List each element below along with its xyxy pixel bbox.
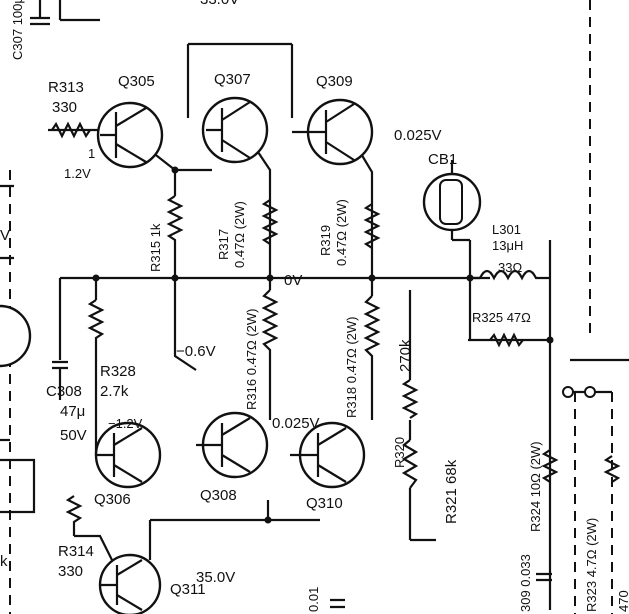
junction-dot (171, 166, 179, 174)
junction-dot (171, 274, 179, 282)
r319-name: R319 (318, 225, 333, 256)
c308-voltage: 50V (60, 427, 87, 444)
r313-symbol (51, 121, 91, 139)
coil-value: 13μH (492, 238, 523, 253)
r328-value: 2.7k (100, 383, 129, 400)
transistor-q308 (196, 411, 269, 479)
voltage-35: 35.0V (196, 569, 235, 586)
r321-label: R321 68k (443, 459, 460, 524)
circuit-breaker-cb1 (422, 160, 482, 242)
q307-label: Q307 (214, 71, 251, 88)
r316-symbol (261, 289, 279, 362)
q308-label: Q308 (200, 487, 237, 504)
junction-dot (266, 274, 274, 282)
transistor-q310 (290, 421, 366, 489)
r314-name: R314 (58, 543, 94, 560)
coil-resistance: 33Ω (498, 260, 522, 275)
fragment-1: 1 (88, 146, 95, 161)
coil-name: L301 (492, 222, 521, 237)
c307-symbol (30, 16, 50, 26)
r319-value: 0.47Ω (2W) (334, 199, 349, 266)
r313-name: R313 (48, 79, 84, 96)
c308-symbol (52, 360, 68, 400)
r318-label: R318 0.47Ω (2W) (344, 317, 359, 418)
left-v-label: V (0, 227, 10, 244)
capacitor-symbols (30, 16, 68, 400)
c308-name: C308 (46, 383, 82, 400)
cap-470-label: 470 (616, 590, 629, 612)
coil-l301-symbol (479, 269, 540, 281)
terminal (562, 386, 574, 398)
r315-symbol (166, 195, 184, 250)
c307-label: C307 100μ (10, 0, 25, 60)
c308-value: 47μ (60, 403, 85, 420)
r323-symbol (603, 455, 621, 483)
partial-transistor (0, 304, 32, 368)
r317-value: 0.47Ω (2W) (232, 201, 247, 268)
junction-dot (92, 274, 100, 282)
r320-name: R320 (392, 437, 407, 468)
voltage-1-2: 1.2V (64, 166, 91, 181)
transistor-q309 (292, 98, 374, 166)
q306-label: Q306 (94, 491, 131, 508)
resistor-symbols (51, 121, 621, 536)
r325-label: R325 47Ω (472, 310, 531, 325)
r320-value: 270k (397, 339, 414, 372)
r324-symbol (541, 449, 559, 483)
r318-symbol (363, 295, 381, 370)
junction-dot (466, 274, 474, 282)
r315-label: R315 1k (148, 223, 163, 272)
transistor-q305 (96, 101, 164, 169)
capacitor-0-01-label: 0.01 (306, 587, 321, 612)
junctions (92, 166, 596, 524)
q309-label: Q309 (316, 73, 353, 90)
r314-value: 330 (58, 563, 83, 580)
r314-symbol (65, 495, 83, 536)
transistor-q306 (94, 421, 162, 489)
c309-label: 309 0.033 (518, 554, 533, 612)
q310-label: Q310 (306, 495, 343, 512)
junction-dot (546, 336, 554, 344)
r316-label: R316 0.47Ω (2W) (244, 309, 259, 410)
voltage-neg-0-6: −0.6V (176, 343, 216, 360)
r321-symbol (401, 439, 419, 489)
dashed-lines (9, 0, 613, 614)
r320-symbol (401, 379, 419, 419)
q311-label: Q311 (170, 581, 206, 598)
transistor-q307 (201, 96, 269, 164)
voltage-top: 33.0V (200, 0, 239, 8)
r325-symbol (489, 332, 524, 348)
r328-name: R328 (100, 363, 136, 380)
r324-label: R324 10Ω (2W) (528, 441, 543, 532)
r319-symbol (363, 203, 381, 249)
junction-dot (264, 516, 272, 524)
voltage-0v: 0V (284, 272, 302, 289)
q305-label: Q305 (118, 73, 155, 90)
transistor-q311 (98, 553, 162, 614)
r317-name: R317 (216, 229, 231, 260)
r328-symbol (87, 299, 105, 346)
junction-dot (368, 274, 376, 282)
left-k-label: k (0, 553, 8, 570)
voltage-0-025a: 0.025V (394, 127, 442, 144)
voltage-0-025b: 0.025V (272, 415, 320, 432)
terminal (584, 386, 596, 398)
r313-value: 330 (52, 99, 77, 116)
cb1-label: CB1 (428, 151, 457, 168)
r317-symbol (261, 199, 279, 245)
voltage-neg-2: −1.2V (108, 416, 143, 431)
r323-label: R323 4.7Ω (2W) (584, 518, 599, 612)
